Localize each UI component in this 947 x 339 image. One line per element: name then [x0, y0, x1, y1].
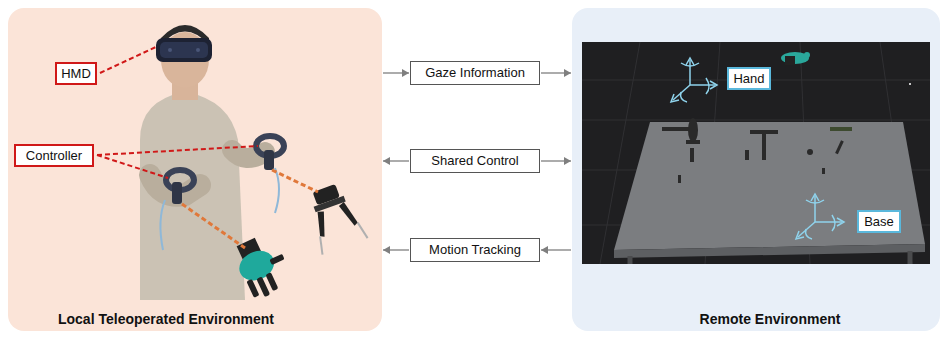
- flow-arrow: [383, 157, 409, 165]
- data-channel-box: Gaze Information: [410, 61, 540, 85]
- data-channel-box: Shared Control: [410, 149, 540, 173]
- hand-frame-box: Hand: [727, 67, 771, 90]
- box-label: Hand: [733, 71, 764, 87]
- base-frame-box: Base: [857, 210, 901, 233]
- controller-label-box: Controller: [14, 144, 94, 167]
- operator-figure: [140, 25, 368, 302]
- local-environment-panel: Local Teleoperated Environment HMD Control…: [8, 8, 382, 331]
- simulation-scene: [582, 42, 930, 264]
- flow-arrow: [541, 69, 571, 77]
- panel-title: Local Teleoperated Environment: [58, 311, 274, 327]
- leader-lines: [97, 46, 318, 248]
- box-label: HMD: [61, 66, 91, 82]
- remote-environment-panel: Remote Environment HandBase: [572, 8, 940, 331]
- box-label: Gaze Information: [425, 65, 525, 81]
- flow-arrow: [541, 157, 571, 165]
- box-label: Shared Control: [431, 153, 518, 169]
- flow-arrow: [383, 69, 409, 77]
- flow-arrow: [383, 246, 409, 254]
- data-channel-box: Motion Tracking: [410, 238, 540, 262]
- box-label: Motion Tracking: [429, 242, 521, 258]
- panel-title: Remote Environment: [700, 311, 841, 327]
- box-label: Base: [864, 214, 894, 230]
- hmd-label-box: HMD: [55, 62, 97, 85]
- box-label: Controller: [26, 148, 82, 164]
- flow-arrow: [541, 246, 571, 254]
